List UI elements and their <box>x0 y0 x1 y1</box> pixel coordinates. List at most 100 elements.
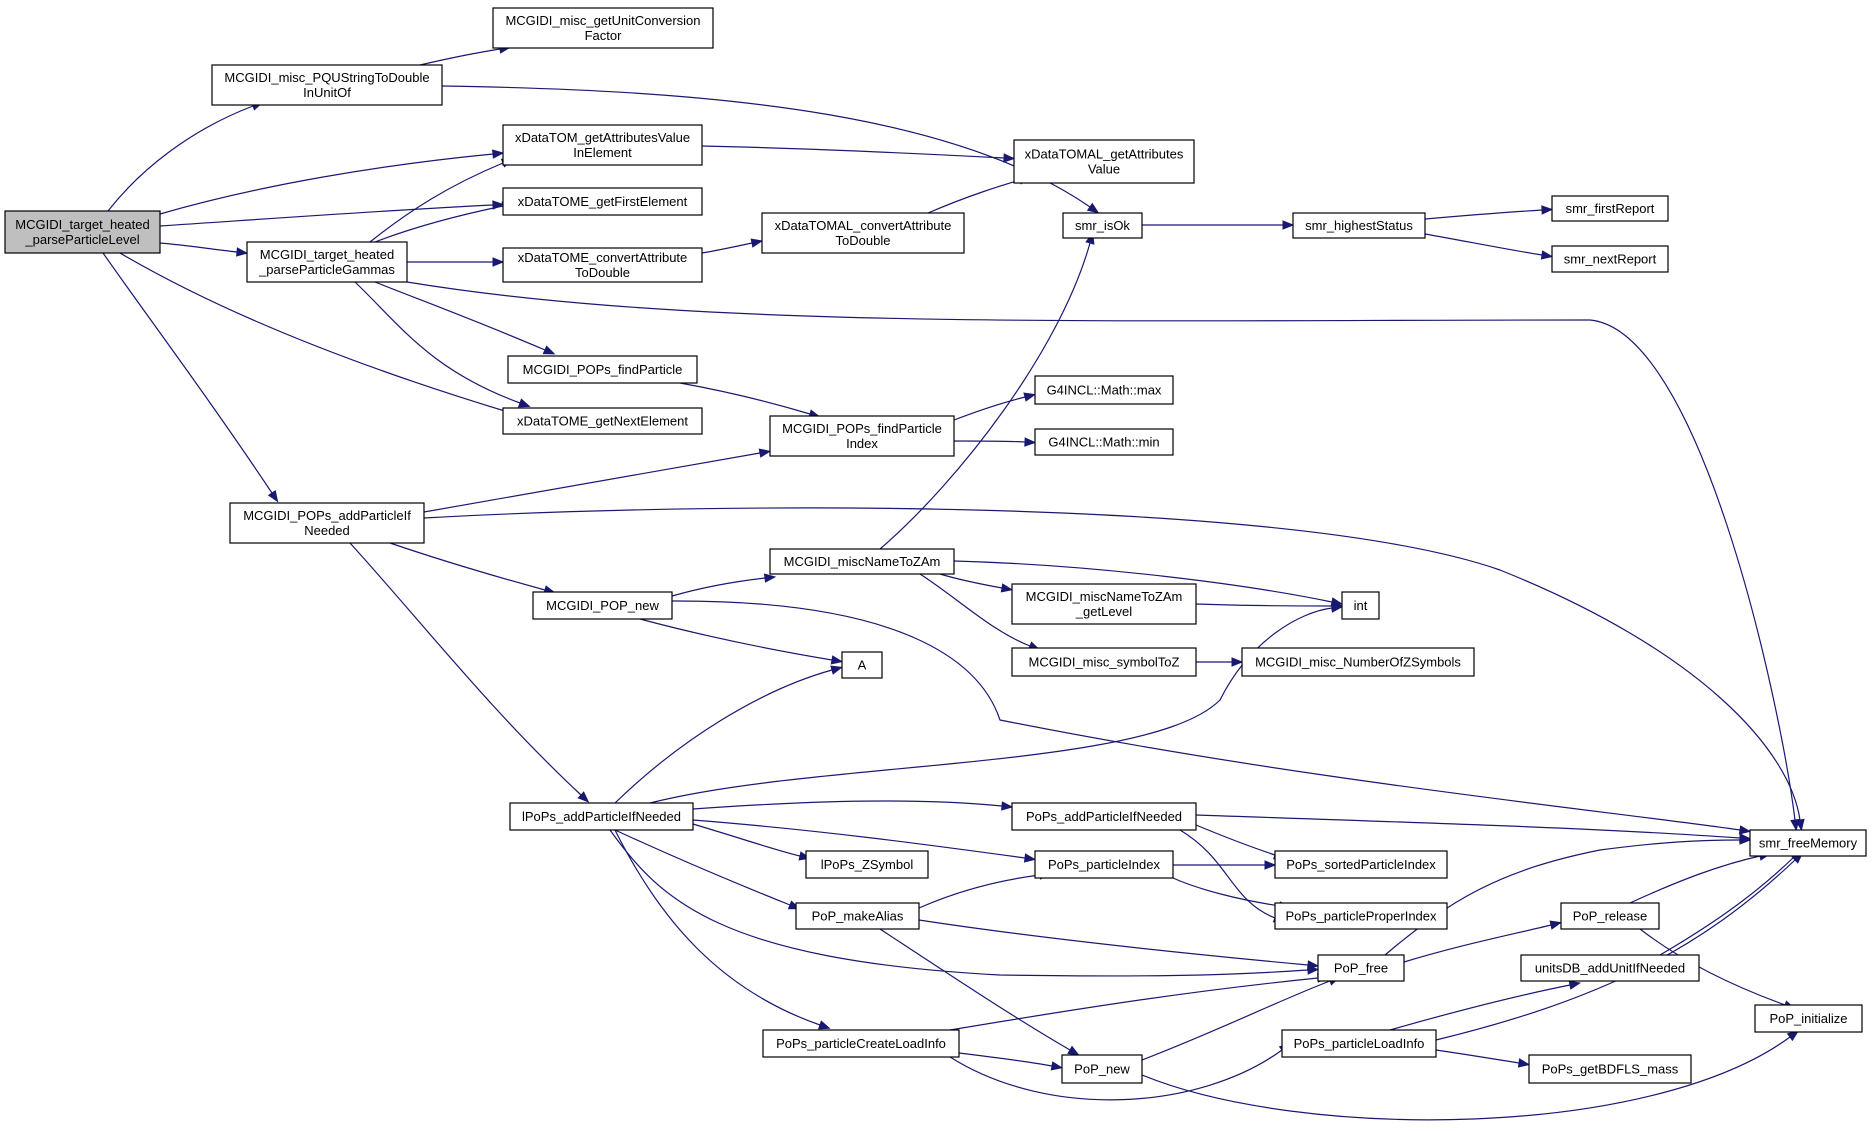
node-box <box>502 124 703 166</box>
node-symbolToZ[interactable]: MCGIDI_misc_symbolToZ <box>1011 647 1197 677</box>
node-box <box>1528 1054 1692 1084</box>
node-label: unitsDB_addUnitIfNeeded <box>1535 961 1685 976</box>
arrowhead <box>1517 1058 1531 1068</box>
node-root[interactable]: MCGIDI_target_heated_parseParticleLevel <box>4 210 161 254</box>
node-partIndex[interactable]: PoPs_particleIndex <box>1034 850 1174 879</box>
edge-addIfNeeded-to-lpopsAdd <box>349 542 590 803</box>
node-popInit[interactable]: PoP_initialize <box>1754 1004 1863 1033</box>
arrowhead <box>830 655 844 665</box>
node-max[interactable]: G4INCL::Math::max <box>1034 375 1174 405</box>
node-box <box>1011 647 1197 677</box>
edge-line <box>406 281 1796 821</box>
node-label: MCGIDI_miscNameToZAm <box>1026 589 1183 604</box>
node-numZSym[interactable]: MCGIDI_misc_NumberOfZSymbols <box>1241 647 1475 677</box>
edge-line <box>939 573 1003 589</box>
node-box <box>1011 583 1197 625</box>
edge-lpopsAdd-to-popFree <box>609 829 1320 977</box>
node-label: PoPs_particleCreateLoadInfo <box>776 1036 946 1051</box>
arrowhead <box>1541 205 1554 215</box>
edge-line <box>609 829 1309 977</box>
node-unitsDB[interactable]: unitsDB_addUnitIfNeeded <box>1520 954 1700 982</box>
node-box <box>1274 850 1448 879</box>
edge-line <box>639 618 833 661</box>
node-bdfls[interactable]: PoPs_getBDFLS_mass <box>1528 1054 1692 1084</box>
node-box <box>762 1029 960 1058</box>
node-popNew2[interactable]: PoP_new <box>1061 1054 1143 1084</box>
node-smrNext[interactable]: smr_nextReport <box>1551 245 1669 273</box>
node-label: PoP_initialize <box>1769 1011 1847 1026</box>
node-box <box>492 7 714 49</box>
node-popsAdd[interactable]: PoPs_addParticleIfNeeded <box>1011 802 1197 831</box>
node-box <box>1062 212 1143 239</box>
node-nextElem[interactable]: xDataTOME_getNextElement <box>502 407 703 435</box>
node-freeMem[interactable]: smr_freeMemory <box>1749 829 1867 857</box>
node-gammas[interactable]: MCGIDI_target_heated_parseParticleGammas <box>246 241 408 283</box>
arrowhead <box>1023 392 1036 402</box>
node-box <box>761 212 965 254</box>
node-createLoad[interactable]: PoPs_particleCreateLoadInfo <box>762 1029 960 1058</box>
node-label: ToDouble <box>836 233 891 248</box>
edge-line <box>953 396 1026 421</box>
edge-partIndex-to-properIdx <box>1172 877 1292 911</box>
node-box <box>1034 850 1174 879</box>
edge-addIfNeeded-to-popNew <box>389 542 556 595</box>
arrowhead <box>1086 202 1100 214</box>
node-int[interactable]: int <box>1341 591 1380 620</box>
arrowhead <box>1330 603 1344 613</box>
node-loadInfo[interactable]: PoPs_particleLoadInfo <box>1281 1029 1437 1058</box>
arrowhead <box>492 257 505 267</box>
node-nameToZAm[interactable]: MCGIDI_miscNameToZAm <box>769 548 955 575</box>
edge-line <box>159 242 238 253</box>
node-lpopsAdd[interactable]: lPoPs_addParticleIfNeeded <box>509 802 694 831</box>
node-smrHighest[interactable]: smr_highestStatus <box>1292 212 1426 239</box>
node-A[interactable]: A <box>841 651 883 679</box>
node-label: _parseParticleGammas <box>258 262 395 277</box>
node-popFree[interactable]: PoP_free <box>1317 954 1405 982</box>
edge-line <box>1629 855 1761 904</box>
edge-line <box>692 823 801 857</box>
edge-smrHighest-to-smrFirst <box>1424 205 1554 220</box>
arrowhead <box>267 489 279 503</box>
node-box <box>1754 1004 1863 1033</box>
node-label: G4INCL::Math::min <box>1048 435 1159 450</box>
node-smrIsOk[interactable]: smr_isOk <box>1062 212 1143 239</box>
node-box <box>1013 139 1195 184</box>
node-label: MCGIDI_misc_getUnitConversion <box>505 13 700 28</box>
edge-line <box>369 205 504 245</box>
node-min[interactable]: G4INCL::Math::min <box>1034 428 1174 456</box>
node-sortedIdx[interactable]: PoPs_sortedParticleIndex <box>1274 850 1448 879</box>
node-getLevel[interactable]: MCGIDI_miscNameToZAm_getLevel <box>1011 583 1197 625</box>
node-popRelease[interactable]: PoP_release <box>1560 902 1660 930</box>
node-addIfNeeded[interactable]: MCGIDI_POPs_addParticleIfNeeded <box>229 502 425 544</box>
edge-line <box>1195 824 1276 856</box>
arrowhead <box>758 448 772 458</box>
edge-line <box>679 382 811 415</box>
node-firstElem[interactable]: xDataTOME_getFirstElement <box>502 187 703 216</box>
node-findParticle[interactable]: MCGIDI_POPs_findParticle <box>507 355 698 384</box>
arrowhead <box>817 1020 831 1030</box>
node-lzsym[interactable]: lPoPs_ZSymbol <box>805 850 929 879</box>
edge-line <box>419 48 501 66</box>
edge-line <box>389 542 546 591</box>
arrowhead <box>830 665 843 675</box>
edge-line <box>671 600 1741 831</box>
node-label: Index <box>846 436 878 451</box>
edge-line <box>614 829 791 906</box>
node-tomalGetAttr[interactable]: xDataTOMAL_getAttributesValue <box>1013 139 1195 184</box>
node-properIdx[interactable]: PoPs_particleProperIndex <box>1274 902 1448 930</box>
node-smrFirst[interactable]: smr_firstReport <box>1551 195 1669 222</box>
edge-popFree-to-popRelease <box>1403 920 1563 963</box>
node-label: PoPs_getBDFLS_mass <box>1542 1062 1679 1077</box>
node-makeAlias[interactable]: PoP_makeAlias <box>795 902 920 930</box>
edge-createLoad-to-popFree <box>949 973 1330 1031</box>
node-popNew[interactable]: MCGIDI_POP_new <box>532 591 673 620</box>
node-label: PoP_new <box>1074 1062 1130 1077</box>
edge-smrIsOk-to-smrHighest <box>1141 220 1295 230</box>
arrowhead <box>1000 583 1014 593</box>
